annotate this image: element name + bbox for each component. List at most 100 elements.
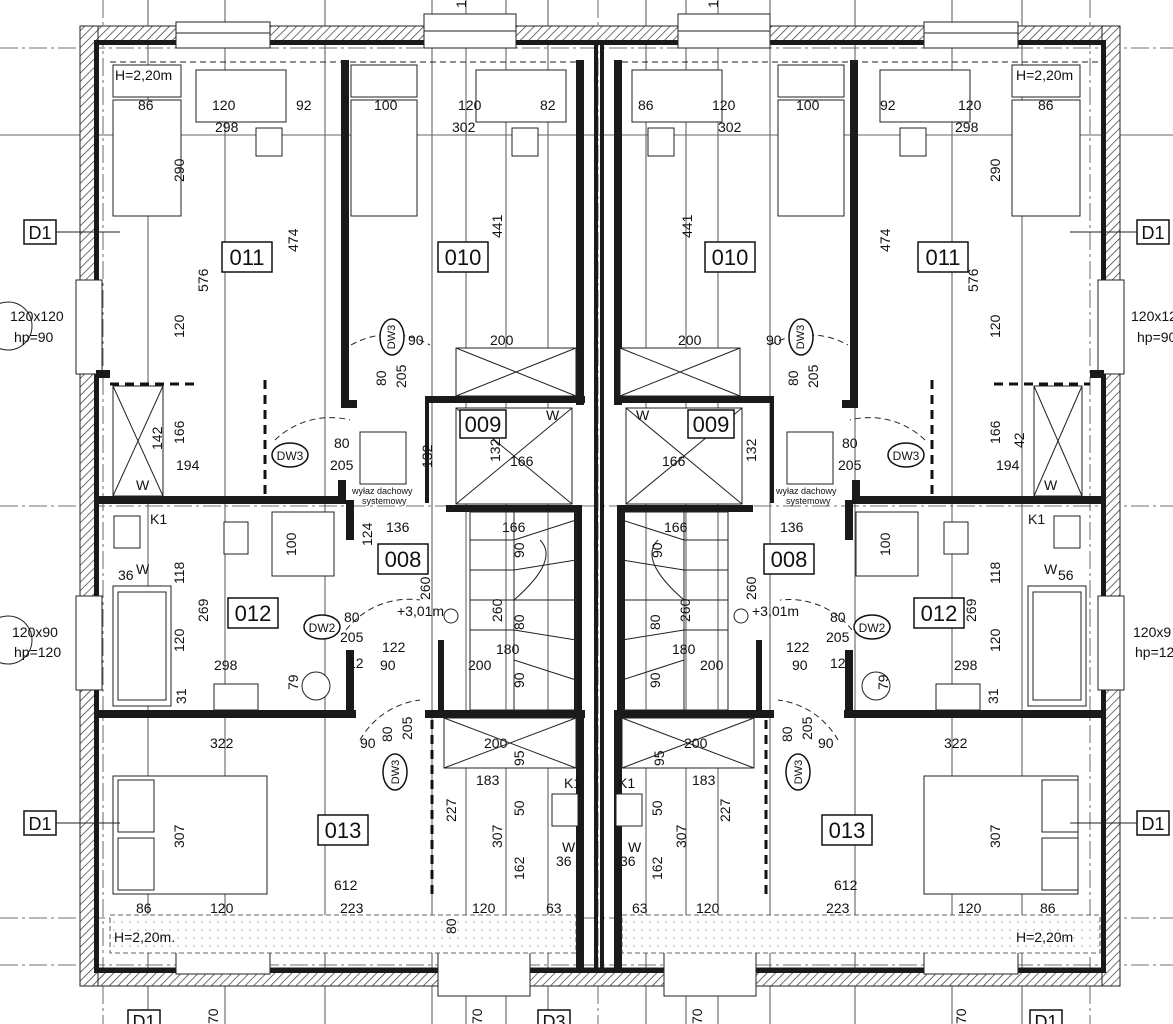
dimension-label: 90 bbox=[408, 332, 424, 348]
room-012-left: 012 bbox=[235, 601, 272, 626]
room-011-right: 011 bbox=[925, 245, 960, 270]
dimension-label: 122 bbox=[382, 639, 406, 655]
dimension-label: 100 bbox=[796, 97, 820, 113]
dimension-label: 70 bbox=[689, 1008, 705, 1024]
stair-level-label: +3,01m bbox=[397, 603, 444, 619]
door-dw2-tag: DW2 bbox=[859, 621, 886, 635]
dimension-label: 90 bbox=[380, 657, 396, 673]
dimension-label: 90 bbox=[818, 735, 834, 751]
dimension-label: 79 bbox=[875, 674, 891, 690]
dimension-label: 307 bbox=[489, 824, 505, 848]
dimension-label: 260 bbox=[417, 576, 433, 600]
ventilation-mark: W bbox=[1044, 477, 1058, 493]
dimension-label: 200 bbox=[678, 332, 702, 348]
ventilation-mark: W bbox=[628, 839, 642, 855]
dimension-label: 200 bbox=[684, 735, 708, 751]
dimension-label: 92 bbox=[296, 97, 312, 113]
dimension-label: 194 bbox=[176, 457, 200, 473]
dimension-label: 302 bbox=[452, 119, 476, 135]
room-009-left: 009 bbox=[465, 412, 502, 437]
dimension-label: 200 bbox=[700, 657, 724, 673]
vent-label: K1 bbox=[1028, 511, 1045, 527]
level-marks: H=2,20m H=2,20m H=2,20m. H=2,20m +3,01m … bbox=[114, 67, 1073, 945]
dimensions-horizontal: 86 120 92 298 100 120 82 302 86 120 302 … bbox=[118, 97, 1074, 916]
d1-tag: D1 bbox=[1034, 1012, 1057, 1024]
dimension-label: 290 bbox=[171, 158, 187, 182]
low-ceiling-zones bbox=[109, 61, 1101, 954]
dimension-label: 90 bbox=[360, 735, 376, 751]
dimension-label: 70 bbox=[469, 1008, 485, 1024]
dimension-label: 441 bbox=[679, 214, 695, 238]
dimension-label: 205 bbox=[826, 629, 850, 645]
dimension-label: 120 bbox=[987, 628, 1003, 652]
roof-hatch-note: wyłaz dachowy bbox=[351, 486, 413, 496]
dimension-label: 269 bbox=[963, 598, 979, 622]
dimension-label: 42 bbox=[1011, 432, 1027, 448]
window-size-label: 120x90 bbox=[12, 624, 58, 640]
dimension-label: 120 bbox=[171, 314, 187, 338]
dimension-label: 166 bbox=[987, 420, 1003, 444]
dimension-label: 307 bbox=[987, 824, 1003, 848]
dimension-label: 162 bbox=[649, 856, 665, 880]
dimension-label: 205 bbox=[340, 629, 364, 645]
vent-label: K1 bbox=[150, 511, 167, 527]
dimension-label: 260 bbox=[743, 576, 759, 600]
dimension-label: 200 bbox=[490, 332, 514, 348]
room-009-right: 009 bbox=[693, 412, 730, 437]
room-008-right: 008 bbox=[771, 547, 808, 572]
dimension-label: 1 bbox=[453, 0, 469, 8]
dimension-label: 612 bbox=[834, 877, 858, 893]
dimension-label: 82 bbox=[540, 97, 556, 113]
d3-tag: D3 bbox=[542, 1012, 565, 1024]
dimension-label: 260 bbox=[489, 598, 505, 622]
dimension-label: 166 bbox=[664, 519, 688, 535]
dimension-label: 474 bbox=[877, 228, 893, 252]
roof-hatch-note: systemowy bbox=[786, 496, 831, 506]
dimension-label: 50 bbox=[649, 800, 665, 816]
dimension-label: 122 bbox=[786, 639, 810, 655]
furniture bbox=[112, 64, 1087, 895]
dimension-label: 205 bbox=[330, 457, 354, 473]
dimension-label: 86 bbox=[138, 97, 154, 113]
window-sill-label: hp=12 bbox=[1135, 644, 1173, 660]
dimension-label: 95 bbox=[651, 750, 667, 766]
dimension-label: 100 bbox=[283, 532, 299, 556]
dimension-label: 183 bbox=[692, 772, 716, 788]
dimension-label: 120 bbox=[987, 314, 1003, 338]
dimension-label: 120 bbox=[958, 97, 982, 113]
dimension-label: 205 bbox=[805, 364, 821, 388]
detail-tags: D1 D1 D1 D1 D1 D1 D3 bbox=[23, 219, 1170, 1024]
dimension-label: 100 bbox=[877, 532, 893, 556]
dimension-label: 322 bbox=[210, 735, 234, 751]
dimension-label: 576 bbox=[965, 268, 981, 292]
dimension-label: 298 bbox=[215, 119, 239, 135]
ventilation-mark: W bbox=[562, 839, 576, 855]
dimension-label: 120 bbox=[958, 900, 982, 916]
dimension-label: 307 bbox=[171, 824, 187, 848]
ventilation-mark: W bbox=[1044, 561, 1058, 577]
window-annotations: 120x120 hp=90 120x90 hp=120 120x12 hp=90… bbox=[0, 301, 1173, 665]
dimension-label: 302 bbox=[718, 119, 742, 135]
door-dw3-tag: DW3 bbox=[793, 760, 805, 784]
door-dw3-tag: DW3 bbox=[390, 760, 402, 784]
dimension-label: 90 bbox=[792, 657, 808, 673]
dimension-label: 136 bbox=[386, 519, 410, 535]
room-011-left: 011 bbox=[229, 245, 264, 270]
ceiling-height-label: H=2,20m. bbox=[114, 929, 175, 945]
dimension-label: 80 bbox=[443, 918, 459, 934]
dimension-label: 136 bbox=[780, 519, 804, 535]
dimension-label: 227 bbox=[443, 798, 459, 822]
door-dw3-tag: DW3 bbox=[386, 325, 398, 349]
door-dw3-tag: DW3 bbox=[795, 325, 807, 349]
interior-walls bbox=[96, 60, 1104, 968]
ventilation-mark: W bbox=[136, 561, 150, 577]
dimension-label: 80 bbox=[785, 370, 801, 386]
dimension-label: 79 bbox=[285, 674, 301, 690]
dimension-label: 70 bbox=[953, 1008, 969, 1024]
dimension-label: 227 bbox=[717, 798, 733, 822]
dimension-label: 183 bbox=[476, 772, 500, 788]
dimension-label: 132 bbox=[419, 444, 435, 468]
dimension-label: 180 bbox=[496, 641, 520, 657]
dimension-label: 132 bbox=[487, 438, 503, 462]
dimension-label: 80 bbox=[830, 609, 846, 625]
